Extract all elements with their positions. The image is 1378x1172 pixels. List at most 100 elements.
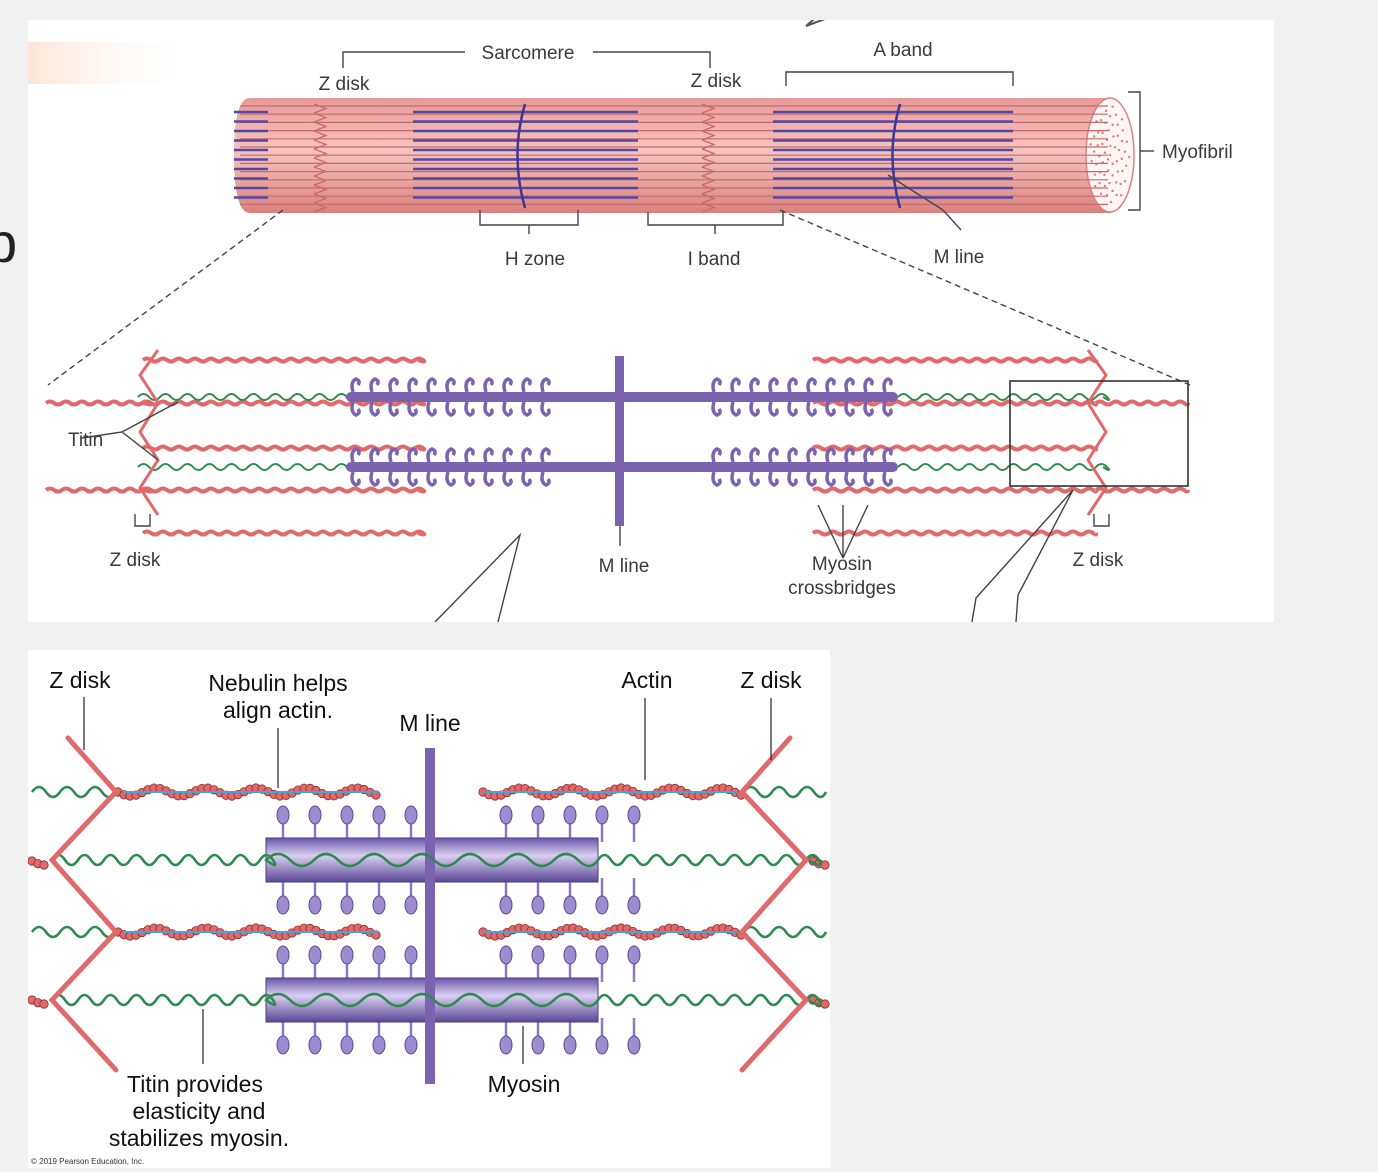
myosin-head xyxy=(863,447,874,463)
z-disk-zigzag xyxy=(701,157,716,168)
label-z-disk-top-mid: Z disk xyxy=(691,71,742,92)
myosin-head xyxy=(787,401,798,417)
filament-dot xyxy=(1107,169,1110,172)
filament-dot xyxy=(1112,135,1115,138)
myosin-head xyxy=(404,945,418,965)
m-line-bar-bottom xyxy=(425,748,435,1084)
z-disk-zigzag xyxy=(313,193,328,204)
myosin-head xyxy=(730,471,741,487)
myosin-head xyxy=(483,377,494,393)
myosin-head xyxy=(540,377,551,393)
myosin-head xyxy=(308,945,322,965)
myosin-head xyxy=(806,377,817,393)
myosin-head xyxy=(749,377,760,393)
myosin-head xyxy=(627,805,641,825)
filament-dot xyxy=(1115,181,1118,184)
label-myosin-crossbridges-1: Myosin xyxy=(812,554,872,575)
myosin-head xyxy=(768,471,779,487)
label-z-disk-mid-right: Z disk xyxy=(1073,550,1124,571)
myosin-head xyxy=(276,1035,290,1055)
filament-dot xyxy=(1115,193,1118,197)
label-titin-mid: Titin xyxy=(68,430,103,451)
z-disk-zigzag xyxy=(313,148,328,159)
myosin-head xyxy=(388,377,399,393)
label-m-line-bottom: M line xyxy=(399,710,460,736)
myosin-head xyxy=(499,945,513,965)
label-z-disk-mid-left: Z disk xyxy=(110,550,161,571)
z-disk-zigzag xyxy=(701,103,716,114)
filament-dot xyxy=(1101,142,1104,146)
myosin-head xyxy=(502,447,513,463)
myosin-head xyxy=(711,447,722,463)
myosin-head xyxy=(308,805,322,825)
filament-dot xyxy=(1120,118,1124,121)
myosin-head xyxy=(563,1035,577,1055)
z-disk-zigzag xyxy=(701,139,716,150)
myosin-head xyxy=(276,805,290,825)
actin-bead xyxy=(39,999,49,1009)
myosin-head xyxy=(749,401,760,417)
myosin-head xyxy=(369,471,380,487)
myosin-head xyxy=(350,447,361,463)
z-disk-zigzag xyxy=(313,157,328,168)
myosin-head xyxy=(426,471,437,487)
filament-dot xyxy=(1117,148,1121,152)
myosin-head xyxy=(521,377,532,393)
filament-dot xyxy=(1113,146,1117,149)
filament-dot xyxy=(1116,123,1119,126)
filament-dot xyxy=(1099,118,1103,122)
label-z-disk-bottom-right: Z disk xyxy=(740,667,802,693)
myosin-head xyxy=(464,401,475,417)
label-m-line-top: M line xyxy=(934,247,985,268)
m-line-mark-2 xyxy=(891,103,902,209)
titin-spring xyxy=(596,993,823,1007)
myosin-head xyxy=(730,447,741,463)
z-disk-zigzag xyxy=(701,175,716,186)
filament-dot xyxy=(1125,140,1129,143)
filament-dot xyxy=(1111,189,1114,193)
actin-filament xyxy=(1094,399,1190,407)
myosin-head xyxy=(768,377,779,393)
filament-dot xyxy=(1114,113,1118,116)
actin-bead xyxy=(820,860,830,870)
myosin-head xyxy=(540,471,551,487)
z-disk-zigzag xyxy=(313,103,328,114)
label-i-band: I band xyxy=(688,249,741,270)
bottom-pointers xyxy=(83,697,772,1064)
myosin-head xyxy=(711,377,722,393)
filament-dot xyxy=(1119,182,1122,186)
filament-dot xyxy=(1121,129,1124,132)
filament-dot xyxy=(1093,184,1097,188)
myosin-head xyxy=(340,945,354,965)
myosin-head xyxy=(711,471,722,487)
myosin-head xyxy=(464,377,475,393)
label-nebulin-2: align actin. xyxy=(223,697,333,723)
titin-spring xyxy=(137,393,351,401)
myosin-head xyxy=(407,471,418,487)
myosin-head xyxy=(882,377,893,393)
myosin-head xyxy=(372,945,386,965)
myosin-head xyxy=(563,945,577,965)
myosin-head xyxy=(595,945,609,965)
middle-pointers xyxy=(81,401,1110,622)
sarcomere-detail xyxy=(44,349,1190,537)
filament-dot xyxy=(1120,194,1123,197)
myosin-head xyxy=(787,471,798,487)
z-disk-zigzag xyxy=(313,166,328,177)
myosin-head xyxy=(768,447,779,463)
partial-element xyxy=(28,42,203,84)
label-a-band: A band xyxy=(873,40,932,61)
filament-dot xyxy=(1109,200,1113,204)
filament-dot xyxy=(1108,153,1112,157)
titin-spring xyxy=(30,785,116,799)
actin-filament xyxy=(141,399,427,407)
label-myosin-crossbridges-2: crossbridges xyxy=(788,578,896,599)
myosin-head xyxy=(787,447,798,463)
myosin-head xyxy=(825,401,836,417)
filament-dot xyxy=(1092,150,1096,153)
titin-spring xyxy=(137,463,351,471)
myosin-head xyxy=(531,945,545,965)
myofibril-sarcomere-diagram: Sarcomere A band Z disk Z disk Myofibril… xyxy=(28,20,1233,622)
actin-filament xyxy=(811,399,1099,407)
myosin-head xyxy=(483,471,494,487)
